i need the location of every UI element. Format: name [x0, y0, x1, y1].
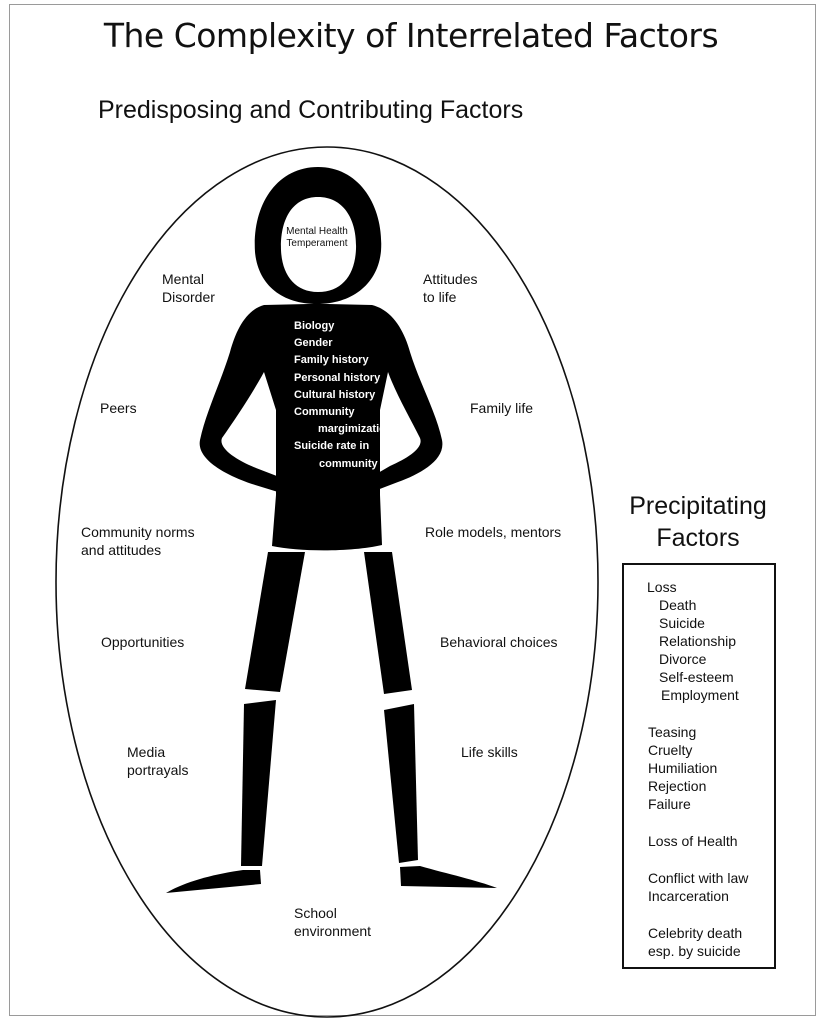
figure-left-thigh [245, 552, 305, 692]
precip-item: esp. by suicide [648, 943, 741, 959]
head-label-line: Temperament [286, 238, 348, 249]
factor-line: Disorder [162, 289, 215, 305]
factor-line: to life [423, 289, 457, 305]
precip-item: Suicide [659, 615, 705, 631]
factor-school-environment: School environment [294, 904, 371, 940]
body-label-list: Biology Gender Family history Personal h… [294, 318, 393, 473]
precip-item: Rejection [648, 778, 707, 794]
figure-head [254, 167, 382, 304]
precip-item: Loss of Health [648, 833, 738, 849]
precip-item: Humiliation [648, 760, 718, 776]
figure-right-shin [384, 704, 418, 863]
precipitating-box [622, 563, 776, 969]
body-label-item: Personal history [294, 371, 381, 384]
page-title: The Complexity of Interrelated Factors [103, 16, 719, 55]
precip-item: Self-esteem [659, 669, 734, 685]
outer-ellipse [55, 146, 599, 1018]
factor-line: and attitudes [81, 542, 162, 558]
precipitating-title: Precipitating Factors [612, 490, 784, 554]
body-label-item: Gender [294, 337, 333, 350]
precipitating-title-line: Factors [656, 524, 740, 552]
factor-life-skills: Life skills [461, 743, 518, 761]
factor-line: Life skills [461, 744, 518, 760]
body-label-item: Community [294, 406, 355, 419]
factor-family-life: Family life [470, 399, 533, 417]
page-frame [9, 4, 816, 1016]
factor-attitudes: Attitudes to life [423, 270, 477, 306]
factor-line: Family life [470, 400, 534, 416]
figure-right-thigh [364, 552, 412, 694]
factor-opportunities: Opportunities [101, 633, 184, 651]
figure-left-shin [241, 700, 276, 866]
figure-left-foot [166, 870, 261, 893]
diagram-subtitle: Predisposing and Contributing Factors [98, 96, 524, 124]
body-label-item: community [319, 457, 378, 470]
precip-item: Death [659, 597, 697, 613]
precip-loss: Loss [647, 579, 677, 595]
precip-item: Incarceration [648, 888, 729, 904]
factor-line: Behavioral choices [440, 634, 558, 650]
precip-item: Divorce [659, 651, 707, 667]
body-label-item: Family history [294, 354, 369, 367]
factor-line: Opportunities [101, 634, 185, 650]
precip-item: Cruelty [648, 742, 693, 758]
precip-item: Conflict with law [648, 870, 749, 886]
precip-item: Relationship [659, 633, 737, 649]
head-label-line: Mental Health [286, 226, 348, 237]
factor-line: environment [294, 923, 372, 939]
figure-right-foot [400, 866, 497, 888]
factor-community-norms: Community norms and attitudes [81, 523, 195, 559]
factor-line: School [294, 905, 337, 921]
precip-item: Failure [648, 796, 691, 812]
factor-line: portrayals [127, 762, 189, 778]
precip-item: Celebrity death [648, 925, 743, 941]
factor-line: Media [127, 744, 166, 760]
body-label-item: Suicide rate in [294, 440, 370, 453]
precip-item: Teasing [648, 724, 697, 740]
factor-behavioral-choices: Behavioral choices [440, 633, 558, 651]
precip-item: Employment [661, 687, 739, 703]
head-label: Mental Health Temperament [280, 226, 354, 250]
factor-peers: Peers [100, 399, 137, 417]
body-label-item: Biology [294, 320, 335, 332]
factor-mental-disorder: Mental Disorder [162, 270, 215, 306]
factor-line: Mental [162, 271, 205, 287]
human-figure [166, 167, 497, 893]
body-label-item: Cultural history [294, 388, 376, 401]
factor-line: Community norms [81, 524, 195, 540]
factor-media-portrayals: Media portrayals [127, 743, 188, 779]
figure-torso [199, 304, 443, 551]
factor-line: Attitudes [423, 271, 478, 287]
factor-line: Role models, mentors [425, 524, 562, 540]
factor-line: Peers [100, 400, 137, 416]
body-label-item: margimization [318, 423, 393, 436]
factor-role-models: Role models, mentors [425, 523, 561, 541]
precipitating-title-line: Precipitating [629, 492, 767, 520]
